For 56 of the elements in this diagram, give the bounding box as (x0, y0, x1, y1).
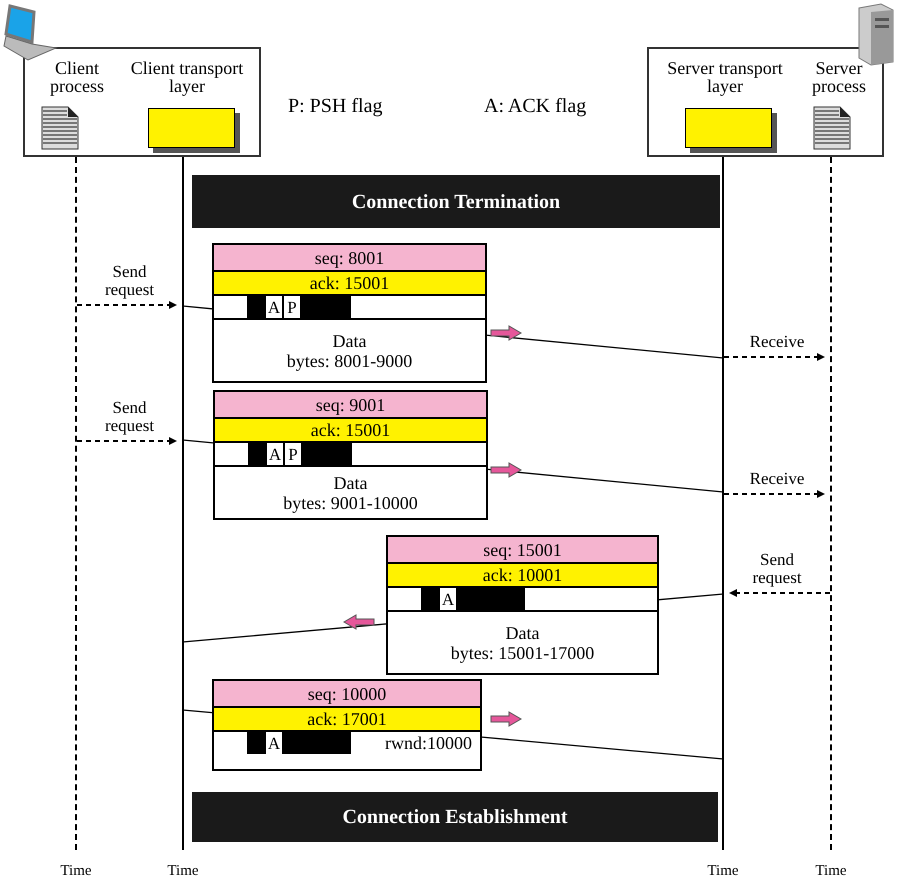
flag-letter: A (266, 296, 282, 318)
segment-transfer-line (184, 709, 212, 714)
data-text: Data (506, 624, 540, 642)
layer-frame (23, 47, 261, 157)
segment-transfer-line (488, 468, 722, 493)
data-text: bytes: 8001-9000 (286, 352, 412, 370)
flag-letter: P (285, 443, 301, 465)
timeline (722, 157, 724, 850)
flag-letter: A (440, 588, 456, 610)
sequence-number-field: seq: 10000 (214, 681, 480, 708)
data-text: bytes: 15001-17000 (450, 644, 594, 662)
window-size-field: rwnd:10000 (385, 734, 472, 752)
segment-transfer-line (184, 439, 214, 444)
data-text: bytes: 9001-10000 (283, 494, 418, 512)
tcp-segment (212, 679, 482, 771)
tcp-segment (212, 243, 487, 383)
flag-letter: P (284, 296, 300, 318)
data-text: Data (332, 332, 366, 350)
time-label: Time (59, 862, 93, 881)
entity-label: Server transport layer (655, 59, 795, 99)
timeline (830, 157, 832, 850)
segment-transfer-line (482, 736, 722, 760)
segment-transfer-line (658, 593, 722, 600)
sequence-number-field: seq: 8001 (214, 245, 485, 272)
legend-note: P: PSH flag (288, 94, 382, 119)
timeline (75, 157, 77, 850)
layer-frame (647, 47, 884, 157)
segment-transfer-line (184, 305, 212, 310)
acknowledgment-number-field: ack: 15001 (214, 272, 485, 296)
dashed-arrow (77, 437, 177, 445)
flag-letter: A (267, 443, 283, 465)
dashed-arrow (724, 490, 825, 498)
data-text: Data (334, 474, 368, 492)
entity-label: Client transport layer (117, 59, 257, 99)
legend-note: A: ACK flag (484, 94, 586, 119)
tcp-segment (386, 535, 659, 675)
acknowledgment-number-field: ack: 10001 (388, 564, 657, 588)
segment-transfer-line (486, 334, 722, 359)
entity-label: Client process (37, 59, 117, 99)
sequence-number-field: seq: 9001 (215, 392, 486, 419)
entity-label: Server process (799, 59, 879, 99)
sequence-number-field: seq: 15001 (388, 537, 657, 564)
dashed-arrow (729, 589, 830, 597)
phase-banner: Connection Termination (192, 175, 720, 228)
segment-transfer-line (184, 623, 386, 643)
phase-banner: Connection Establishment (192, 792, 718, 842)
time-label: Time (706, 862, 740, 881)
dashed-arrow (724, 353, 825, 361)
flag-letter: A (266, 732, 282, 754)
tcp-segment (213, 390, 488, 520)
time-label: Time (166, 862, 200, 881)
time-label: Time (814, 862, 848, 881)
dashed-arrow (77, 301, 177, 309)
acknowledgment-number-field: ack: 17001 (214, 708, 480, 732)
timeline (182, 157, 184, 850)
acknowledgment-number-field: ack: 15001 (215, 419, 486, 443)
